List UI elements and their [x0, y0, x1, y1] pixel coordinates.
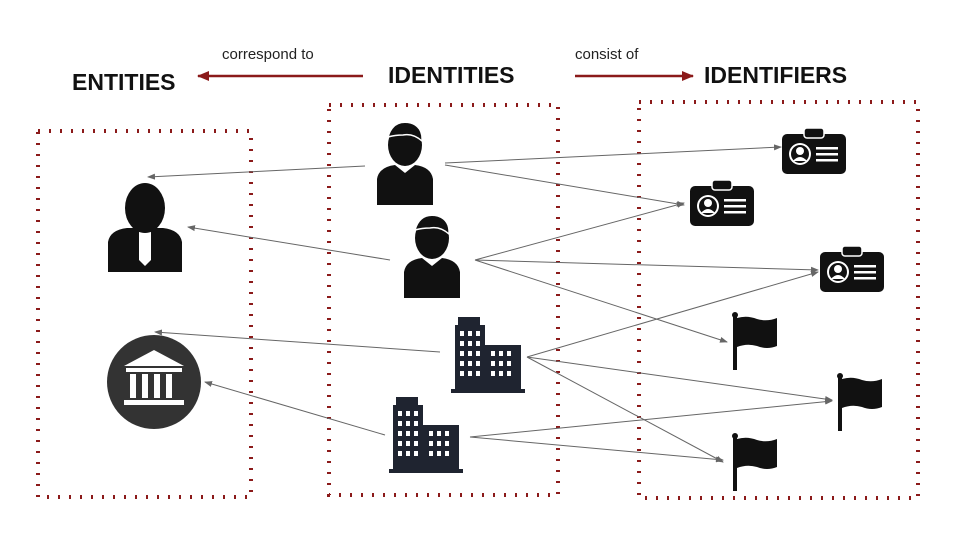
- label-correspond-to: correspond to: [222, 46, 314, 63]
- identifiers-box: [637, 100, 920, 500]
- id-card-icon: [819, 245, 885, 293]
- flag-icon: [732, 312, 777, 370]
- link: [187, 225, 391, 261]
- person-icon: [403, 214, 461, 299]
- label-consist-of: consist of: [575, 46, 639, 63]
- link: [474, 259, 819, 273]
- entities-box: [36, 129, 253, 499]
- link: [526, 356, 724, 463]
- link: [154, 329, 441, 353]
- link: [469, 436, 724, 463]
- heading-entities: ENTITIES: [72, 69, 176, 95]
- link: [526, 356, 833, 402]
- bank-icon: [107, 335, 201, 429]
- person-icon: [108, 183, 182, 272]
- link: [444, 164, 685, 207]
- person-icon: [376, 121, 434, 206]
- building-icon: [389, 397, 463, 473]
- building-icon: [451, 317, 525, 393]
- id-card-icon: [781, 127, 847, 175]
- link: [204, 381, 386, 436]
- link: [147, 165, 366, 180]
- flag-icon: [837, 373, 882, 431]
- heading-identities: IDENTITIES: [388, 62, 515, 88]
- link: [526, 271, 819, 358]
- link: [444, 144, 782, 164]
- links: [147, 144, 833, 463]
- link: [474, 259, 728, 343]
- heading-identifiers: IDENTIFIERS: [704, 62, 847, 88]
- link: [469, 398, 833, 438]
- link: [474, 201, 685, 261]
- flag-icon: [732, 433, 777, 491]
- id-card-icon: [689, 179, 755, 227]
